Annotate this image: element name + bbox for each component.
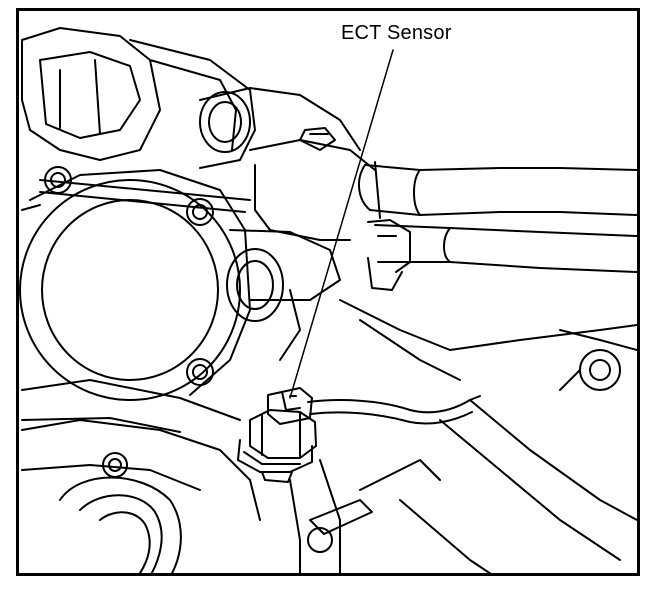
intake-manifold [21, 329, 637, 573]
wire-harness [307, 395, 481, 425]
hose-clamp [367, 219, 411, 291]
thermostat-housing [199, 87, 376, 361]
sensor-connector [267, 387, 313, 425]
radiator-hose [358, 161, 637, 219]
ect-sensor-leader-line [289, 49, 394, 399]
heater-hose [339, 224, 637, 381]
throttle-body [19, 27, 256, 433]
ect-sensor-callout-label: ECT Sensor [341, 22, 452, 44]
